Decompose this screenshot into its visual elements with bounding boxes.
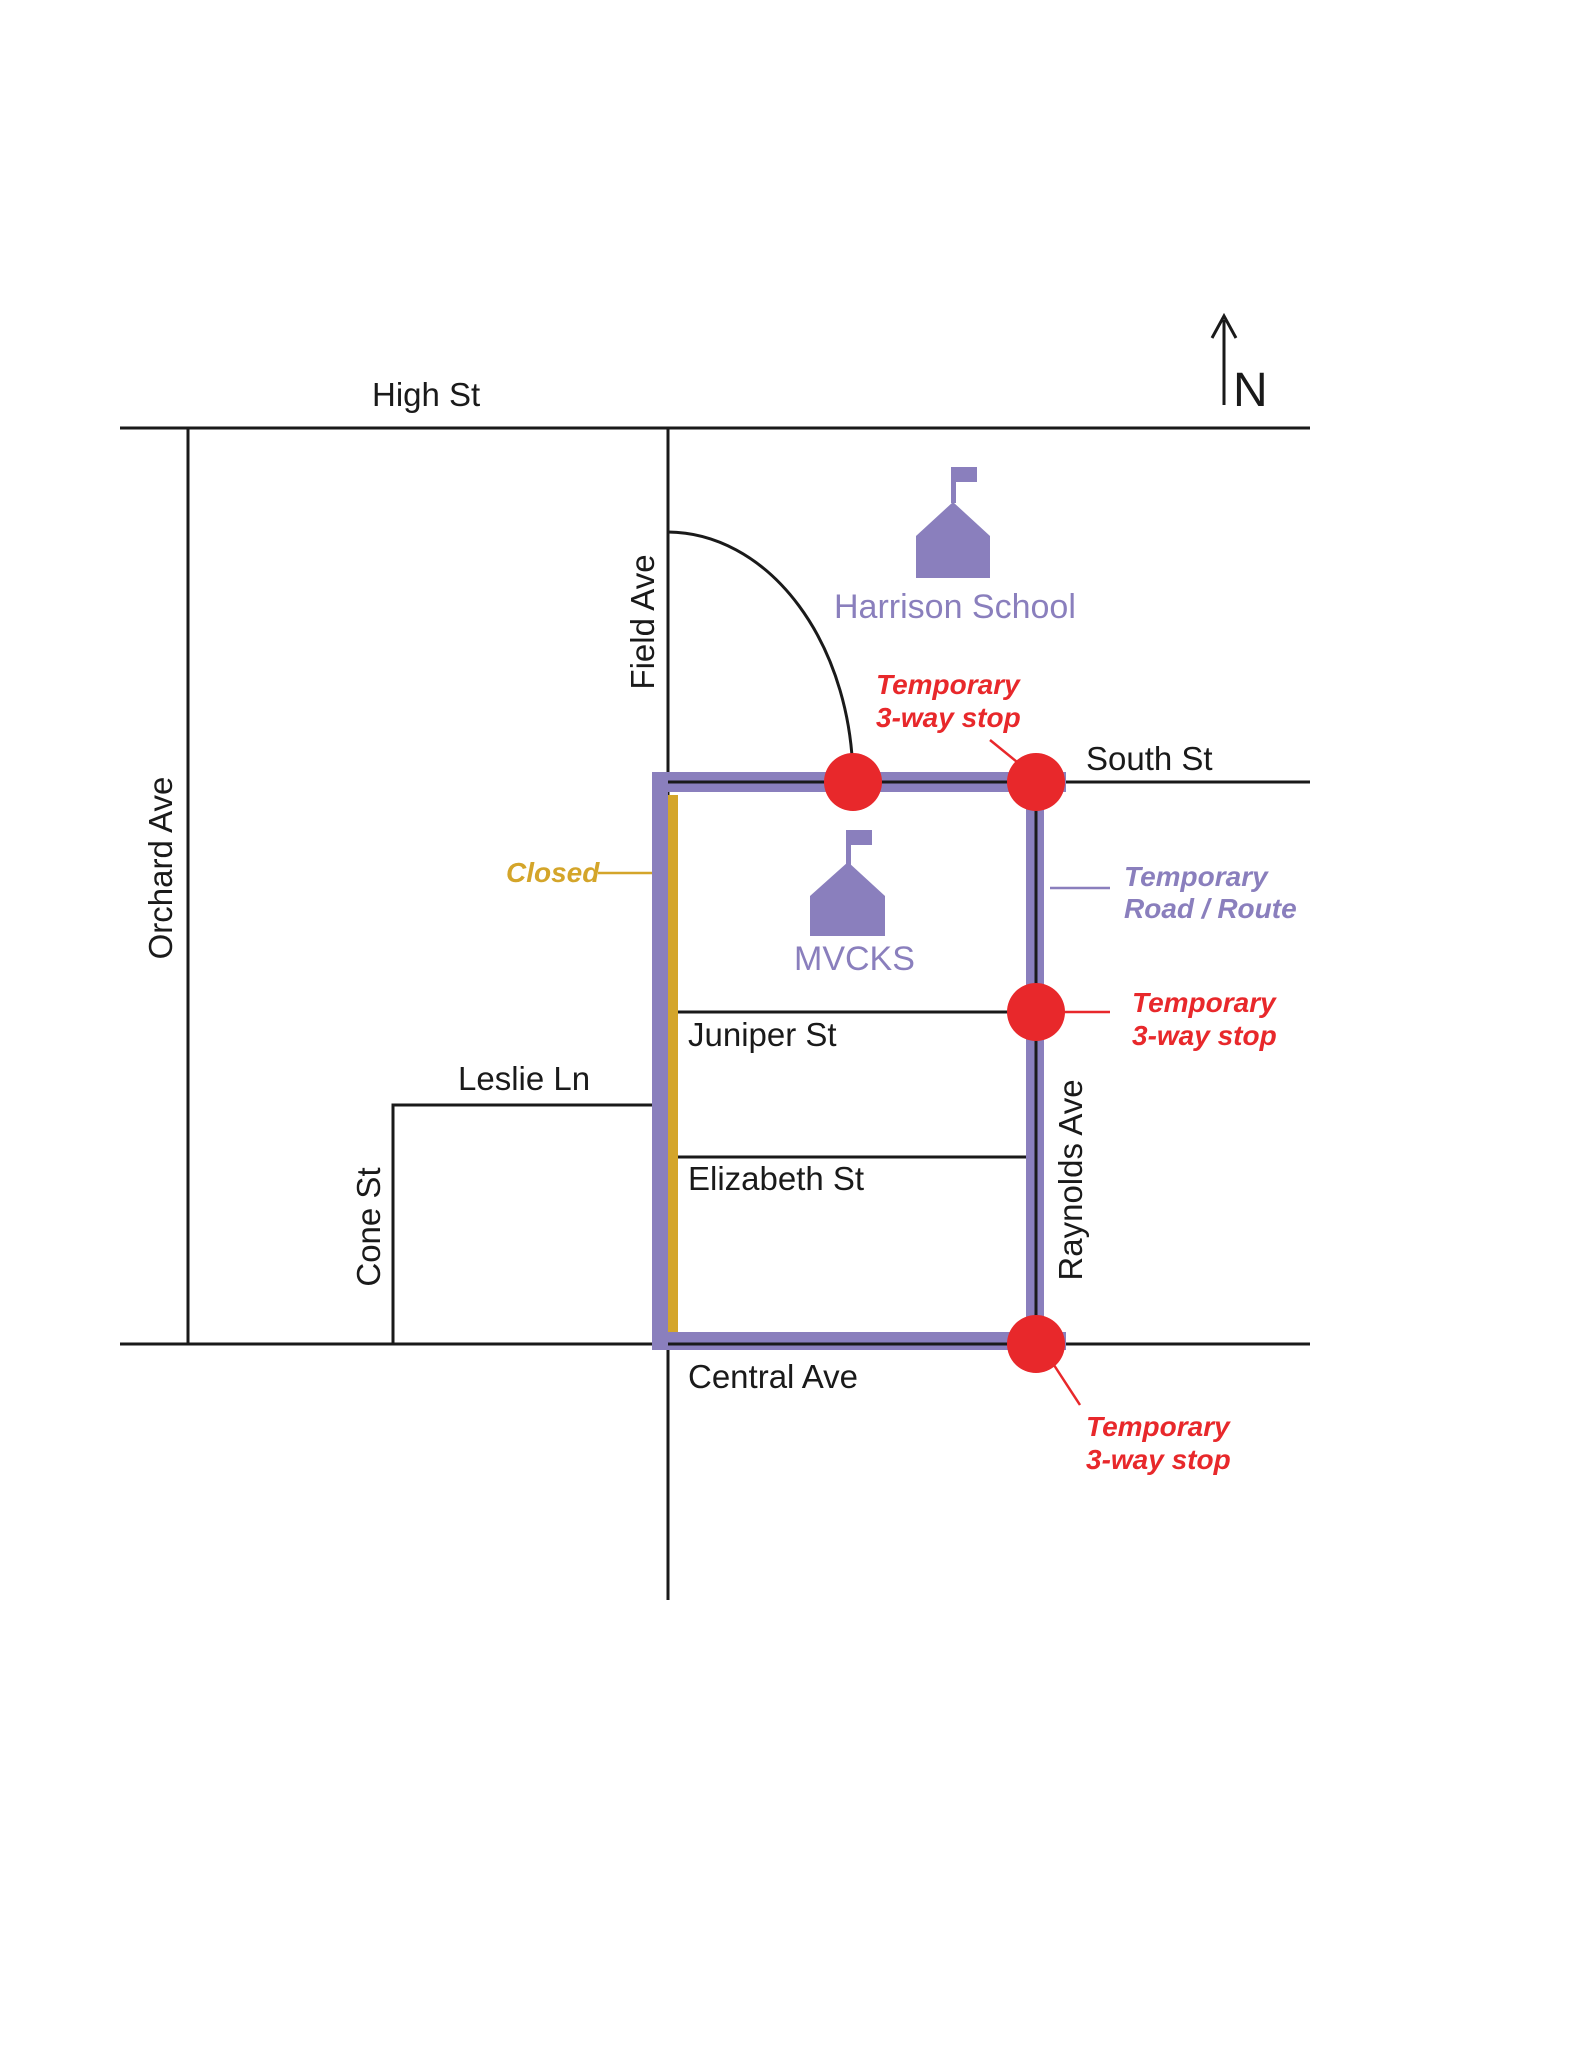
label-stop-juniper-line1: Temporary [1132, 987, 1277, 1018]
mvcks-building [810, 862, 885, 936]
label-harrison-school: Harrison School [834, 588, 1076, 626]
label-temp-route-line1: Temporary [1124, 861, 1269, 892]
stop-leaders [989, 739, 1110, 1406]
harrison-flag-pole [951, 467, 956, 503]
stop-marker-icon [824, 753, 882, 811]
closed-road-segment [668, 795, 678, 1335]
label-elizabeth-st: Elizabeth St [688, 1160, 864, 1197]
leslie-ln-road [391, 1103, 668, 1344]
label-juniper-st: Juniper St [688, 1016, 837, 1053]
label-stop-south-line2: 3-way stop [876, 702, 1021, 733]
harrison-flag [951, 467, 977, 482]
mvcks-flag-pole [846, 830, 851, 866]
temporary-route [652, 772, 1066, 1354]
school-icon [916, 467, 990, 578]
label-stop-juniper-line2: 3-way stop [1132, 1020, 1277, 1051]
label-closed: Closed [506, 857, 600, 888]
stop-markers [824, 753, 1065, 1373]
stop-marker-icon [1007, 1315, 1065, 1373]
label-temp-route-line2: Road / Route [1124, 893, 1297, 924]
school-icon [810, 830, 885, 936]
label-raynolds-ave: Raynolds Ave [1052, 1079, 1089, 1280]
temporary-route-field [652, 772, 668, 1350]
harrison-building [916, 502, 990, 578]
label-cone-st: Cone St [350, 1167, 387, 1286]
label-field-ave: Field Ave [624, 554, 661, 689]
label-mvcks: MVCKS [794, 940, 915, 978]
stop-marker-icon [1007, 753, 1065, 811]
curved-driveway-road [667, 530, 855, 783]
label-stop-central-line1: Temporary [1086, 1411, 1231, 1442]
label-central-ave: Central Ave [688, 1358, 858, 1395]
label-high-st: High St [372, 376, 480, 413]
label-stop-south-line1: Temporary [876, 669, 1021, 700]
label-south-st: South St [1086, 740, 1213, 777]
temporary-route-central [652, 1332, 1066, 1350]
stop-marker-icon [1007, 983, 1065, 1041]
label-stop-central-line2: 3-way stop [1086, 1444, 1231, 1475]
label-orchard-ave: Orchard Ave [142, 777, 179, 960]
stop-leader-central [1050, 1361, 1082, 1406]
label-leslie-ln: Leslie Ln [458, 1060, 590, 1097]
mvcks-flag [846, 830, 872, 845]
north-letter: N [1233, 364, 1268, 417]
north-arrow-head [1210, 312, 1238, 339]
north-arrow-icon: N [1210, 312, 1268, 417]
